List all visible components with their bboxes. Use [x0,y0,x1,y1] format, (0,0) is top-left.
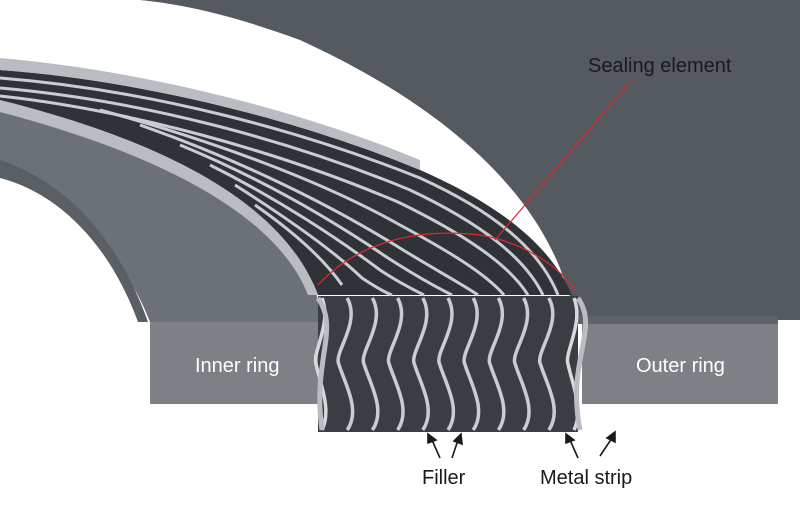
edge-metal-strip [574,296,589,431]
metal-strip-winding [537,297,556,432]
metal-strip-label: Metal strip [540,467,632,489]
sealing-element-label: Sealing element [588,55,732,77]
metal-strip-winding [512,297,531,432]
sealing-element-leader-line [494,81,631,241]
metal-strip-winding [336,297,355,432]
inner-ring-bore [0,175,150,404]
metal-strip-arrows [565,430,616,459]
filler-label: Filler [422,467,466,489]
inner-ring-label: Inner ring [195,355,280,377]
metal-strip-winding [411,297,430,432]
outer-ring-label: Outer ring [636,355,725,377]
outer-edge-strip [0,100,318,295]
inner-edge-strip [0,58,420,170]
inner-ring-bore-shade [0,160,148,322]
metal-strip-winding [487,297,506,432]
outer-ring-top-edge [578,316,778,324]
metal-strip-winding [437,297,456,432]
outer-ring-top-surface [140,0,800,320]
metal-strip-winding [386,297,405,432]
filler-arrows [427,432,463,459]
inner-ring-front-face [150,322,322,404]
edge-metal-strip [315,296,330,431]
outer-ring-front-face [582,322,778,404]
cross-section-background [318,296,578,432]
sealing-element-arc [317,232,576,291]
metal-strip-winding [361,297,380,432]
metal-strip-winding [462,297,481,432]
metal-strip-windings [313,296,589,432]
